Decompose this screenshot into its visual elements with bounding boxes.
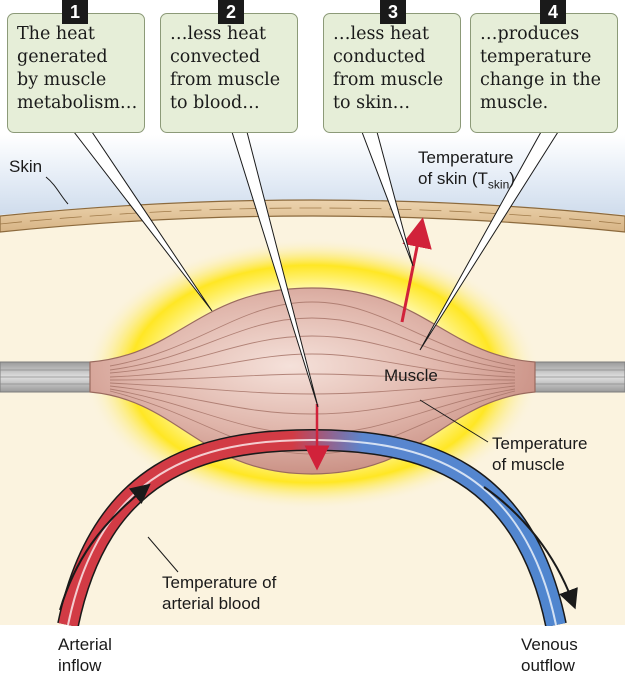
skin-temperature-line-1: Temperature — [418, 148, 514, 167]
callout-1-line: by muscle — [17, 70, 107, 90]
skin-temp-text: of skin (T — [418, 169, 488, 188]
arterial-inflow-line: inflow — [58, 656, 102, 675]
callout-step-4: …produces temperature change in the musc… — [470, 13, 618, 133]
skin-label: Skin — [9, 157, 43, 176]
arterial-inflow-label: Arterial inflow — [58, 634, 112, 676]
step-number-2: 2 — [218, 0, 244, 24]
callout-2-line: …less heat — [170, 24, 267, 44]
callout-3-line: from muscle — [333, 70, 444, 90]
callout-3-line: to skin… — [333, 93, 411, 113]
callout-1-line: generated — [17, 47, 108, 67]
air-region — [0, 135, 625, 215]
callout-step-1: The heat generated by muscle metabolism… — [7, 13, 145, 133]
callout-4-line: muscle. — [480, 93, 549, 113]
muscle-belly — [89, 287, 536, 475]
arterial-flow-arrow — [59, 483, 151, 611]
step-number-4: 4 — [540, 0, 566, 24]
muscle-label: Muscle — [384, 366, 438, 385]
muscle-temp-line: Temperature — [492, 434, 588, 453]
callout-2-line: from muscle — [170, 70, 281, 90]
skin-temperature-label: Temperature of skin (Tskin) — [418, 147, 515, 195]
skin-leader — [45, 176, 69, 205]
callout-1-line: metabolism… — [17, 93, 138, 113]
arterial-inflow-line: Arterial — [58, 635, 112, 654]
step-number-3: 3 — [380, 0, 406, 24]
callout-step-2: …less heat convected from muscle to bloo… — [160, 13, 298, 133]
callout-4-line: temperature — [480, 47, 592, 67]
skin-layer — [0, 199, 625, 233]
venous-outflow-line: Venous — [521, 635, 578, 654]
callout-3-line: …less heat — [333, 24, 430, 44]
skin-temp-close: ) — [509, 169, 515, 188]
arterial-temp-line: Temperature of — [162, 573, 277, 592]
skin-temperature-line-2: of skin (Tskin) — [418, 168, 515, 195]
venous-outflow-line: outflow — [521, 656, 575, 675]
venous-outflow-label: Venous outflow — [521, 634, 578, 676]
arterial-temp-leader — [147, 536, 179, 573]
heat-to-skin-arrow — [400, 217, 432, 323]
skin-temp-subscript: skin — [487, 177, 510, 192]
muscle-temp-line: of muscle — [492, 455, 565, 474]
arterial-temperature-label: Temperature of arterial blood — [162, 572, 276, 614]
callout-1-line: The heat — [17, 24, 95, 44]
callout-4-line: change in the — [480, 70, 601, 90]
step-number-1: 1 — [62, 0, 88, 24]
arterial-temp-line: arterial blood — [162, 594, 261, 613]
callout-2-line: to blood… — [170, 93, 260, 113]
callout-4-line: …produces — [480, 24, 580, 44]
callout-step-3: …less heat conducted from muscle to skin… — [323, 13, 461, 133]
callout-3-line: conducted — [333, 47, 426, 67]
muscle-temperature-label: Temperature of muscle — [492, 433, 587, 475]
callout-2-line: convected — [170, 47, 261, 67]
muscle-temp-leader — [419, 399, 489, 443]
venous-flow-arrow — [483, 486, 578, 610]
